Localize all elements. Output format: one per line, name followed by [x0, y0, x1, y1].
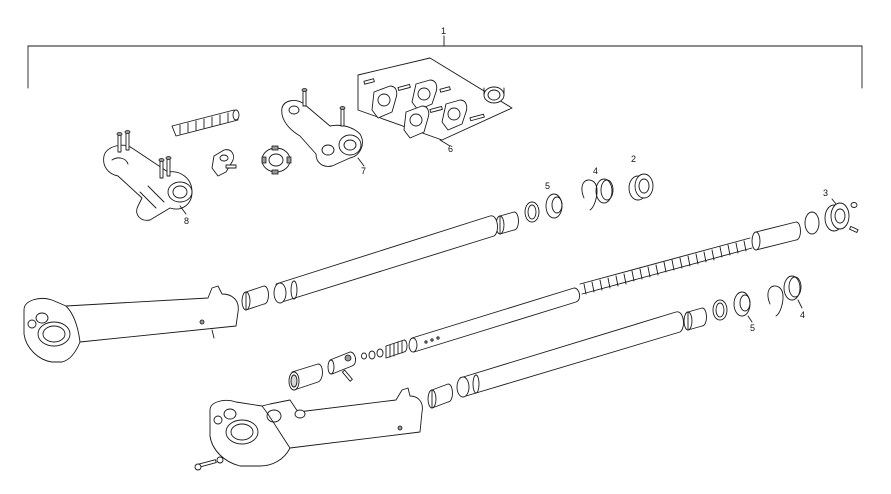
damper-rod [408, 287, 581, 353]
assembly-bracket [27, 35, 863, 89]
circlip-upper [581, 179, 598, 211]
o-ring [804, 211, 820, 235]
stem-clamp [211, 149, 237, 177]
axle-bolt [194, 456, 224, 471]
handlebar-clamps [363, 78, 485, 147]
damper-valve [327, 351, 357, 382]
bushings-right [427, 299, 728, 409]
fork-slider-left [23, 285, 239, 363]
callout-5-lower: 5 [750, 323, 755, 333]
castle-nut [261, 145, 292, 175]
fork-spring [579, 237, 753, 295]
callout-6: 6 [448, 144, 453, 154]
inset-box-6 [357, 57, 513, 141]
steering-stem [171, 109, 240, 137]
callout-8: 8 [184, 216, 189, 226]
rebound-spring [385, 339, 408, 359]
callout-4-lower: 4 [800, 310, 805, 320]
upper-triple-clamp [281, 88, 365, 167]
fork-slider-right [209, 387, 423, 467]
damper-washers [361, 348, 384, 360]
circlip-lower [767, 285, 784, 317]
dust-seal-4-lower [783, 275, 803, 309]
top-cap-nut [483, 86, 505, 104]
dust-seal-4-upper [595, 178, 614, 204]
bushings-upper [495, 201, 540, 235]
lower-triple-clamp [103, 130, 193, 221]
top-cap-2 [628, 173, 654, 201]
callout-4-upper: 4 [593, 166, 598, 176]
callout-3: 3 [823, 188, 828, 198]
callout-2: 2 [631, 154, 636, 164]
oil-seal-5-lower [733, 291, 753, 323]
callout-1: 1 [441, 26, 446, 36]
bushing-left-lower [241, 285, 269, 311]
fork-tube-right [456, 311, 684, 398]
callout-7: 7 [361, 166, 366, 176]
fork-cap-3 [824, 198, 859, 233]
callout-labels: 1 2 3 4 4 5 5 6 7 8 [184, 26, 828, 333]
oil-seal-5-upper [545, 193, 563, 219]
damper-cylinder [288, 363, 323, 391]
callout-5-upper: 5 [545, 181, 550, 191]
fork-tube-left [273, 215, 498, 304]
spring-spacer [751, 221, 801, 251]
